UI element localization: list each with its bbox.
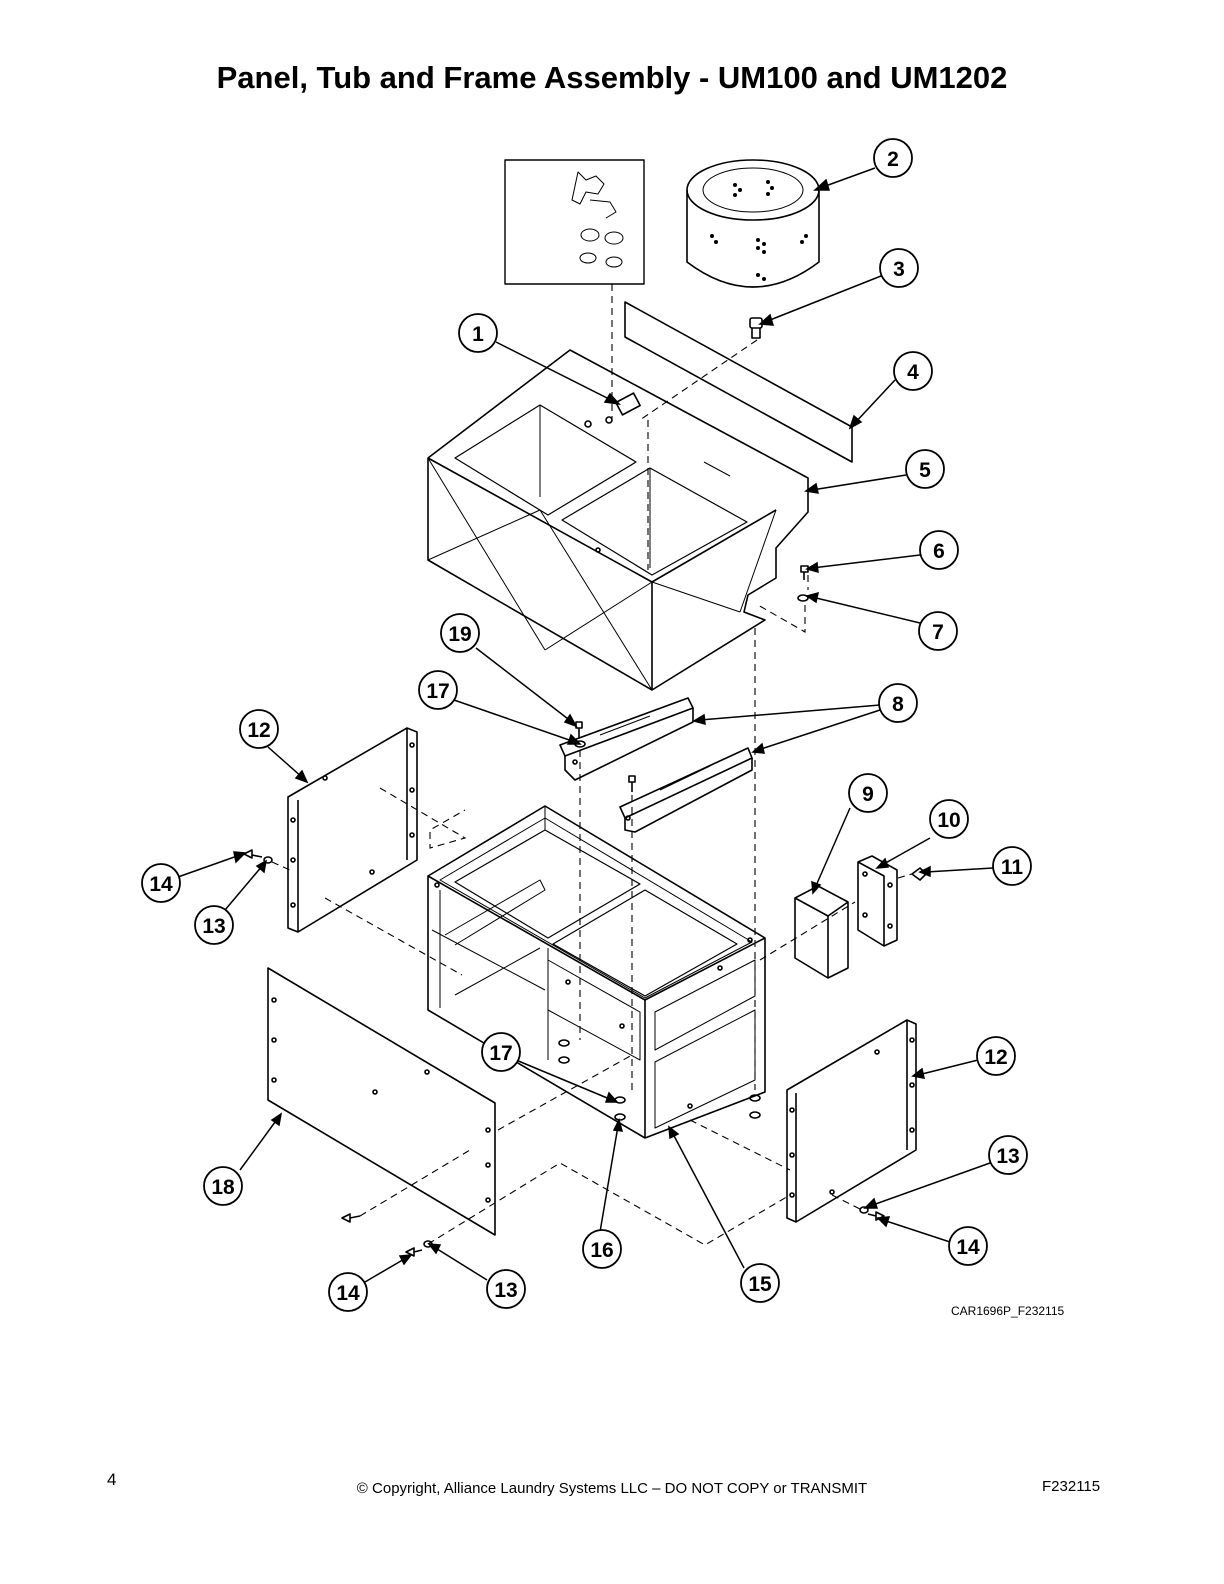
frame-part (427, 805, 766, 1139)
screw-upper (628, 775, 636, 792)
svg-text:13: 13 (202, 915, 225, 938)
callout-10: 10 (929, 799, 969, 839)
callout-11: 11 (992, 846, 1032, 886)
callout-13-right: 13 (988, 1135, 1028, 1175)
washer-13-right (859, 1206, 869, 1214)
cover-plate-part (857, 855, 898, 947)
figure-code: CAR1696P_F232115 (951, 1304, 1065, 1318)
callout-4: 4 (893, 351, 933, 391)
front-panel-part (267, 967, 496, 1236)
page-title: Panel, Tub and Frame Assembly - UM100 an… (216, 60, 1008, 95)
svg-text:13: 13 (996, 1145, 1019, 1168)
page-number: 4 (107, 1470, 117, 1489)
svg-text:11: 11 (1001, 856, 1024, 879)
svg-text:6: 6 (933, 540, 945, 563)
callout-17-bottom: 17 (481, 1032, 521, 1072)
svg-text:4: 4 (907, 361, 919, 384)
callout-18: 18 (203, 1166, 243, 1206)
callout-8: 8 (878, 683, 918, 723)
callout-14-right: 14 (948, 1226, 988, 1266)
screw-19 (575, 721, 583, 738)
svg-text:13: 13 (494, 1279, 517, 1302)
fitting-part (749, 317, 763, 339)
svg-text:7: 7 (932, 621, 944, 644)
assembly-lines (271, 284, 913, 1246)
callout-15: 15 (740, 1263, 780, 1303)
brackets-part (559, 697, 753, 833)
callout-2: 2 (873, 138, 913, 178)
back-strip-part (624, 301, 853, 463)
svg-text:9: 9 (862, 783, 874, 806)
svg-text:14: 14 (336, 1282, 360, 1305)
callout-3: 3 (879, 248, 919, 288)
callout-17-top: 17 (418, 670, 458, 710)
detail-inset (504, 159, 645, 285)
callout-16: 16 (582, 1229, 622, 1269)
leveling-feet (558, 1039, 761, 1121)
control-box-part (794, 885, 849, 979)
document-number: F232115 (1042, 1478, 1101, 1495)
svg-text:14: 14 (956, 1236, 980, 1259)
callout-19: 19 (440, 613, 480, 653)
svg-text:16: 16 (590, 1239, 613, 1262)
callout-7: 7 (918, 611, 958, 651)
basket-part (686, 159, 820, 288)
callout-14-bottom: 14 (328, 1272, 368, 1312)
callout-12-right: 12 (976, 1036, 1016, 1076)
svg-text:5: 5 (919, 459, 931, 482)
callout-14-left: 14 (141, 863, 181, 903)
left-side-panel (287, 727, 418, 933)
screw-14-front (341, 1213, 361, 1223)
svg-text:1: 1 (472, 323, 484, 346)
callout-13-left: 13 (194, 905, 234, 945)
leader-lines (177, 167, 994, 1283)
screw-14-left (243, 849, 263, 859)
svg-text:12: 12 (984, 1046, 1007, 1069)
washer-13-left (263, 856, 273, 864)
svg-text:18: 18 (211, 1176, 235, 1199)
screw-washer-part (797, 565, 809, 602)
callout-12-left: 12 (239, 709, 279, 749)
callout-1: 1 (458, 313, 498, 353)
callout-6: 6 (919, 530, 959, 570)
svg-text:8: 8 (892, 693, 904, 716)
copyright-notice: © Copyright, Alliance Laundry Systems LL… (356, 1480, 868, 1497)
svg-text:3: 3 (893, 258, 905, 281)
callouts: 1 2 3 4 5 6 7 8 9 10 11 12 12 13 13 13 1… (141, 138, 1032, 1312)
svg-text:2: 2 (887, 148, 899, 171)
svg-text:10: 10 (937, 809, 960, 832)
tub-part (427, 349, 809, 691)
svg-text:12: 12 (247, 719, 270, 742)
svg-text:17: 17 (426, 680, 449, 703)
screw-14-bottom (405, 1247, 423, 1257)
svg-text:14: 14 (149, 873, 173, 896)
callout-9: 9 (848, 773, 888, 813)
callout-13-bottom: 13 (486, 1269, 526, 1309)
svg-text:17: 17 (489, 1042, 512, 1065)
svg-text:15: 15 (748, 1273, 772, 1296)
callout-5: 5 (905, 449, 945, 489)
svg-text:19: 19 (448, 623, 471, 646)
right-side-panel (786, 1019, 917, 1223)
